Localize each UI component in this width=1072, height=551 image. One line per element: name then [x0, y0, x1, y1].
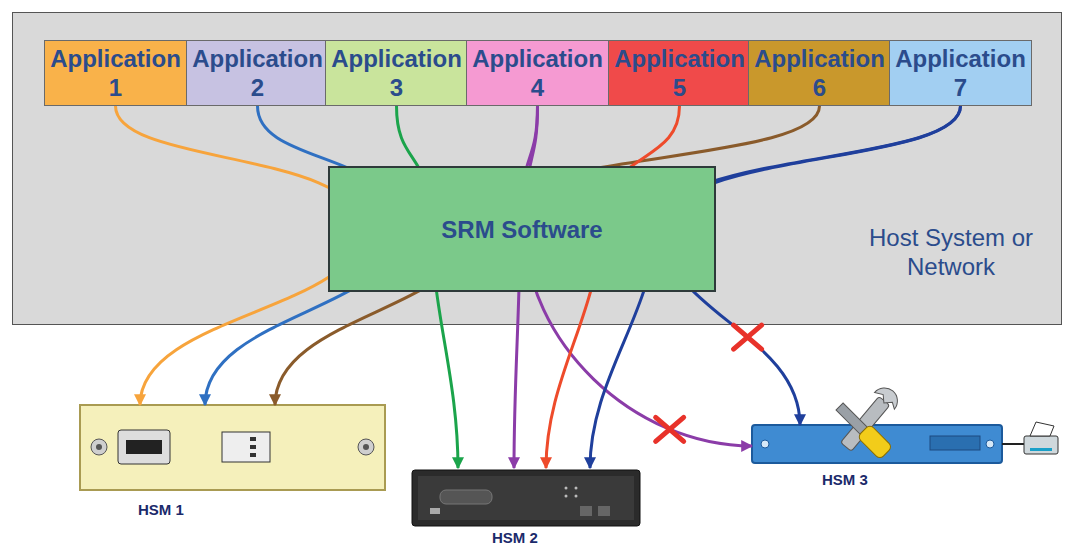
- box-label: Application 5: [609, 44, 750, 102]
- maintenance-tools: [833, 383, 903, 460]
- device-label: HSM 3: [822, 471, 868, 488]
- hsm-appliance: [412, 470, 640, 526]
- application-box: Application 6: [748, 40, 891, 106]
- hsm-card: [80, 405, 385, 490]
- application-box: Application 4: [466, 40, 609, 106]
- hsm-device: HSM 2: [412, 468, 640, 550]
- box-label: SRM Software: [441, 215, 602, 244]
- box-label: Application 1: [45, 44, 186, 102]
- hsm-device: HSM 3: [752, 425, 1002, 491]
- software-box: SRM Software: [328, 166, 716, 292]
- hsm-appliance: [752, 425, 1002, 463]
- printer-icon: [1002, 422, 1058, 454]
- application-box: Application 7: [889, 40, 1032, 106]
- region-label: Host System or Network: [851, 223, 1051, 281]
- device-label: HSM 2: [492, 529, 538, 546]
- box-label: Application 2: [187, 44, 328, 102]
- box-label: Application 4: [467, 44, 608, 102]
- box-label: Application 3: [326, 44, 467, 102]
- hsm-device: HSM 1: [80, 405, 385, 525]
- application-box: Application 2: [186, 40, 329, 106]
- blocked-mark: [734, 325, 762, 349]
- host-region: Host System or NetworkApplication 1Appli…: [12, 12, 1062, 325]
- application-box: Application 1: [44, 40, 187, 106]
- box-label: Application 7: [890, 44, 1031, 102]
- box-label: Application 6: [749, 44, 890, 102]
- application-box: Application 5: [608, 40, 751, 106]
- device-label: HSM 1: [138, 501, 184, 518]
- blocked-mark: [656, 417, 684, 441]
- application-box: Application 3: [325, 40, 468, 106]
